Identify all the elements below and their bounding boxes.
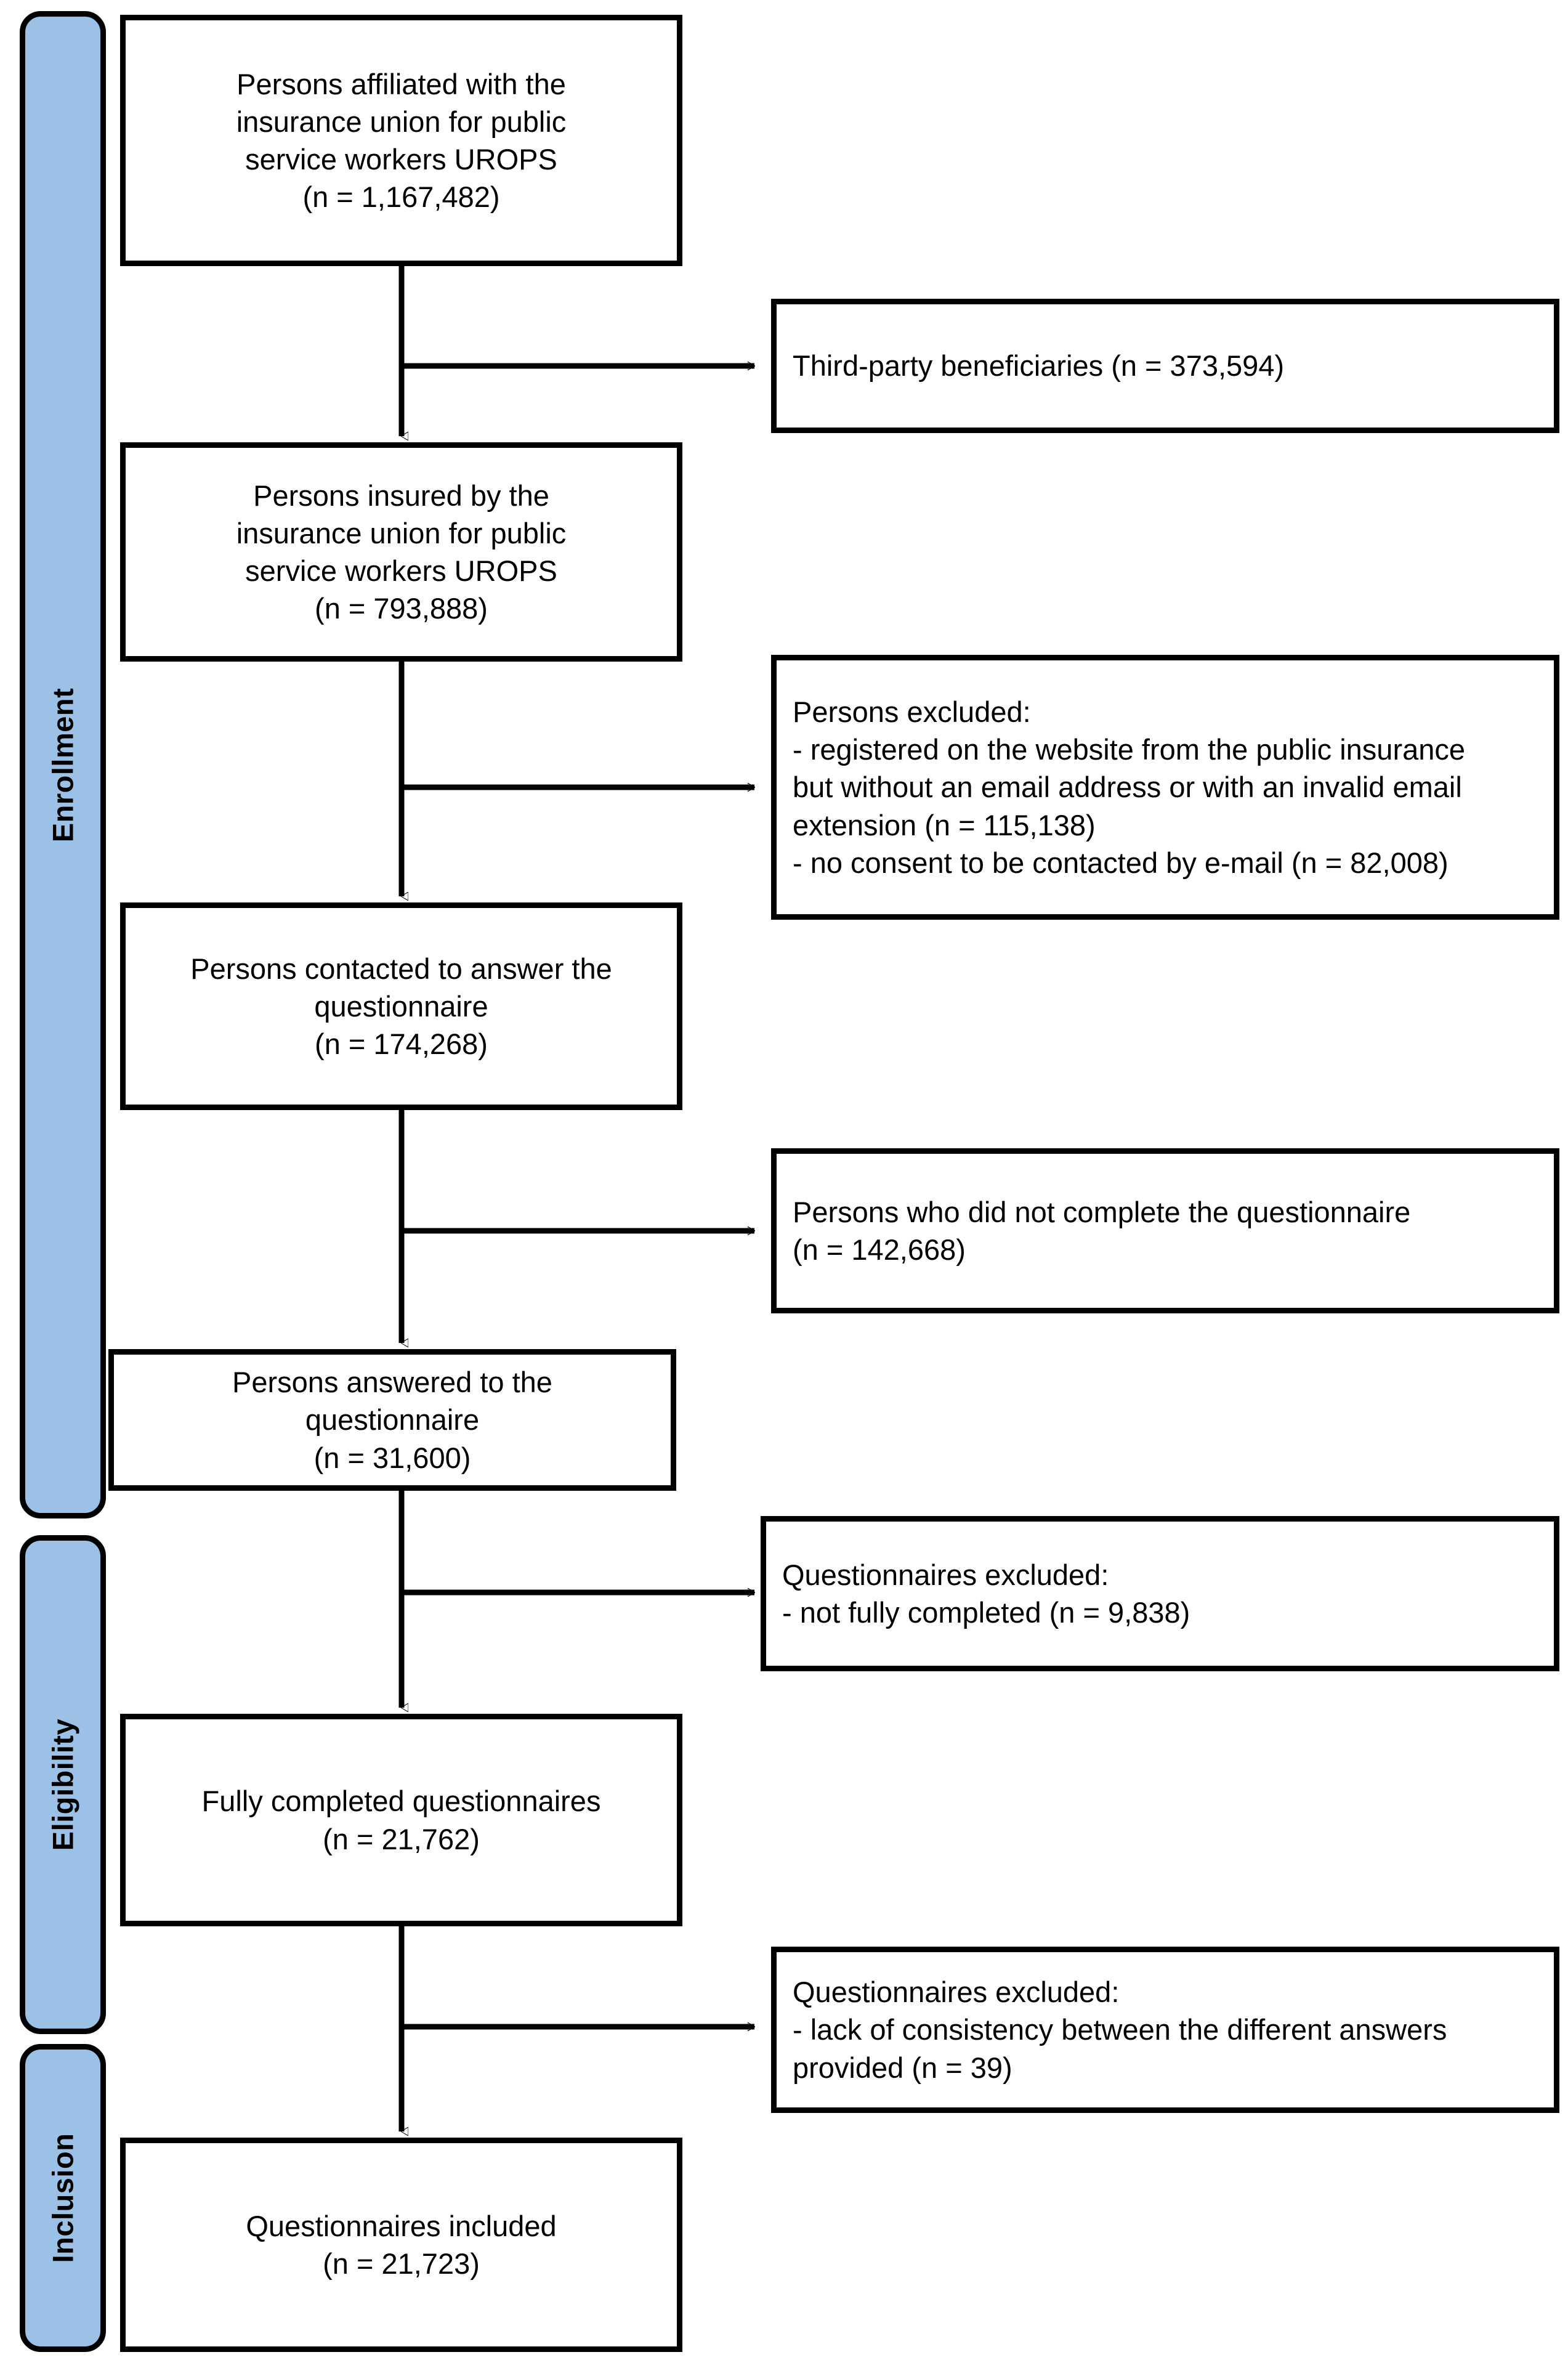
node-third-party-beneficiaries: Third-party beneficiaries (n = 373,594) bbox=[771, 299, 1559, 433]
stage-bar-eligibility: Eligibility bbox=[20, 1535, 106, 2034]
node-persons-excluded-text: Persons excluded: - registered on the we… bbox=[793, 695, 1466, 879]
node-persons-not-completed: Persons who did not complete the questio… bbox=[771, 1148, 1559, 1313]
node-persons-contacted: Persons contacted to answer the question… bbox=[120, 902, 682, 1110]
node-third-party-beneficiaries-text: Third-party beneficiaries (n = 373,594) bbox=[793, 349, 1285, 383]
node-questionnaires-excluded-not-fully-completed: Questionnaires excluded: - not fully com… bbox=[761, 1516, 1559, 1671]
node-questionnaires-excluded-inconsistent-text: Questionnaires excluded: - lack of consi… bbox=[793, 1976, 1447, 2084]
node-fully-completed-questionnaires: Fully completed questionnaires (n = 21,7… bbox=[120, 1714, 682, 1926]
stage-label-inclusion: Inclusion bbox=[46, 2133, 79, 2263]
node-persons-not-completed-text: Persons who did not complete the questio… bbox=[793, 1195, 1411, 1266]
stage-label-enrollment: Enrollment bbox=[46, 687, 79, 842]
node-persons-answered: Persons answered to the questionnaire (n… bbox=[108, 1349, 676, 1491]
node-questionnaires-excluded-not-fully-completed-text: Questionnaires excluded: - not fully com… bbox=[782, 1558, 1190, 1629]
node-fully-completed-questionnaires-text: Fully completed questionnaires (n = 21,7… bbox=[201, 1785, 601, 1855]
node-persons-excluded: Persons excluded: - registered on the we… bbox=[771, 655, 1559, 920]
node-persons-insured: Persons insured by the insurance union f… bbox=[120, 442, 682, 662]
stage-bar-enrollment: Enrollment bbox=[20, 11, 106, 1519]
node-questionnaires-included: Questionnaires included (n = 21,723) bbox=[120, 2138, 682, 2352]
node-questionnaires-excluded-inconsistent: Questionnaires excluded: - lack of consi… bbox=[771, 1947, 1559, 2113]
stage-bar-inclusion: Inclusion bbox=[20, 2044, 106, 2352]
node-persons-answered-text: Persons answered to the questionnaire (n… bbox=[232, 1366, 552, 1474]
node-persons-affiliated: Persons affiliated with the insurance un… bbox=[120, 15, 682, 266]
stage-label-eligibility: Eligibility bbox=[46, 1718, 79, 1851]
node-persons-affiliated-text: Persons affiliated with the insurance un… bbox=[236, 67, 567, 214]
node-persons-contacted-text: Persons contacted to answer the question… bbox=[190, 952, 612, 1061]
node-persons-insured-text: Persons insured by the insurance union f… bbox=[236, 479, 567, 625]
node-questionnaires-included-text: Questionnaires included (n = 21,723) bbox=[246, 2209, 557, 2280]
